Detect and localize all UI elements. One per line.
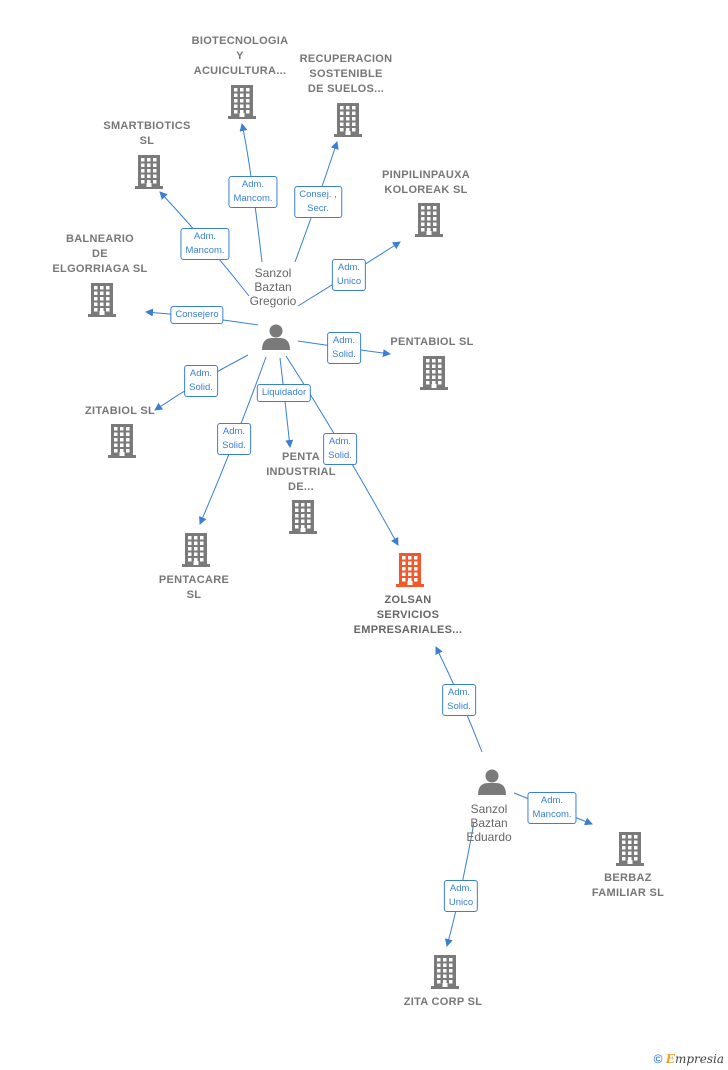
role-label-eduardo-zolsan: Adm. Solid. [442,684,476,716]
role-label-eduardo-berbaz: Adm. Mancom. [527,792,577,824]
company-icon-pentacare[interactable] [182,533,210,567]
brand-name: Empresia [665,1052,724,1066]
person-icon-gregorio[interactable] [262,324,290,351]
company-icon-zita[interactable] [431,955,459,989]
role-label-gregorio-balne: Consejero [170,306,224,324]
company-icon-pentabiol[interactable] [420,356,448,390]
person-icon-eduardo[interactable] [478,769,506,796]
role-label-gregorio-pinpi: Adm. Unico [331,259,367,291]
role-label-gregorio-penta_ind: Liquidador [256,384,312,402]
role-label-eduardo-zita: Adm. Unico [443,880,479,912]
person-label-gregorio[interactable]: Sanzol Baztan Gregorio [249,266,297,308]
company-label-balne[interactable]: BALNEARIO DE ELGORRIAGA SL [52,233,148,275]
company-label-berbaz[interactable]: BERBAZ FAMILIAR SL [591,872,665,899]
relation-edge-gregorio-penta_ind [279,357,294,448]
company-icon-biotec[interactable] [228,85,256,119]
role-label-gregorio-recup: Consej. , Secr. [294,186,342,218]
role-label-gregorio-pentabiol: Adm. Solid. [327,332,361,364]
company-label-recup[interactable]: RECUPERACION SOSTENIBLE DE SUELOS... [299,53,393,95]
role-label-gregorio-pentacare: Adm. Solid. [217,423,251,455]
company-label-smart[interactable]: SMARTBIOTICS SL [103,120,191,147]
role-label-gregorio-zolsan: Adm. Solid. [323,433,357,465]
company-icon-balne[interactable] [88,283,116,317]
company-icon-zolsan[interactable] [396,553,424,587]
company-label-zolsan[interactable]: ZOLSAN SERVICIOS EMPRESARIALES... [353,594,463,636]
company-label-pinpi[interactable]: PINPILINPAUXA KOLOREAK SL [381,169,471,196]
company-label-pentacare[interactable]: PENTACARE SL [158,574,230,601]
copyright-symbol: © [653,1052,663,1066]
role-label-gregorio-smart: Adm. Mancom. [180,228,230,260]
company-icon-penta_ind[interactable] [289,500,317,534]
company-icon-pinpi[interactable] [415,203,443,237]
company-label-zitabiol[interactable]: ZITABIOL SL [84,405,156,417]
company-label-zita[interactable]: ZITA CORP SL [403,996,483,1008]
company-label-biotec[interactable]: BIOTECNOLOGIA Y ACUICULTURA... [191,35,289,77]
company-icon-smart[interactable] [135,155,163,189]
company-icon-berbaz[interactable] [616,832,644,866]
footer-brand: © Empresia [654,1052,724,1066]
company-label-penta_ind[interactable]: PENTA INDUSTRIAL DE... [266,451,336,493]
person-label-eduardo[interactable]: Sanzol Baztan Eduardo [466,802,512,844]
role-label-gregorio-biotec: Adm. Mancom. [228,176,278,208]
role-label-gregorio-zitabiol: Adm. Solid. [184,365,218,397]
company-label-pentabiol[interactable]: PENTABIOL SL [390,336,474,348]
company-icon-zitabiol[interactable] [108,424,136,458]
company-icon-recup[interactable] [334,103,362,137]
